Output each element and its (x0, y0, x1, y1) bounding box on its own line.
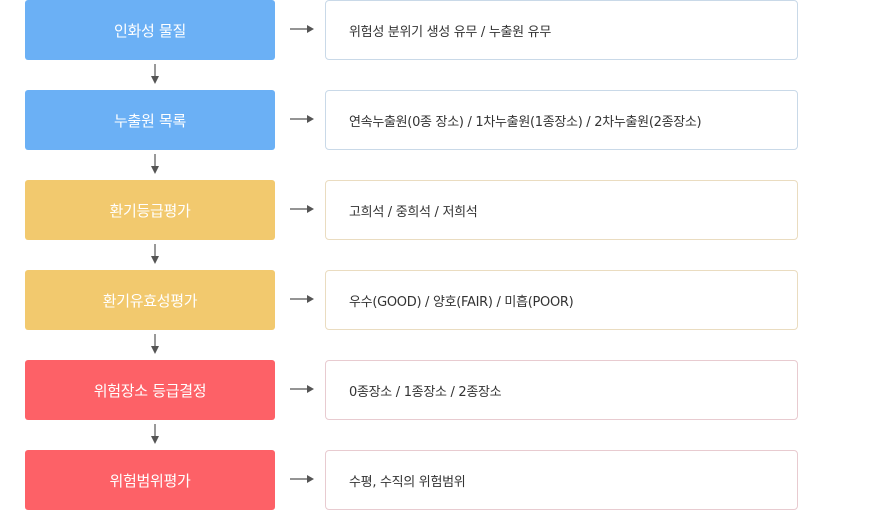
step-5-label: 위험장소 등급결정 (25, 360, 275, 420)
step-1-description: 위험성 분위기 생성 유무 / 누출원 유무 (325, 0, 798, 60)
arrow-down-icon (151, 154, 159, 174)
arrow-down-icon (151, 424, 159, 444)
step-1-label: 인화성 물질 (25, 0, 275, 60)
arrow-down-icon (151, 334, 159, 354)
step-6-description: 수평, 수직의 위험범위 (325, 450, 798, 510)
step-3-label: 환기등급평가 (25, 180, 275, 240)
step-3-description: 고희석 / 중희석 / 저희석 (325, 180, 798, 240)
step-4: 환기유효성평가 우수(GOOD) / 양호(FAIR) / 미흡(POOR) (25, 270, 798, 330)
step-2-label: 누출원 목록 (25, 90, 275, 150)
arrow-right-icon (290, 25, 314, 33)
step-6-label: 위험범위평가 (25, 450, 275, 510)
step-3: 환기등급평가 고희석 / 중희석 / 저희석 (25, 180, 798, 240)
step-2-description: 연속누출원(0종 장소) / 1차누출원(1종장소) / 2차누출원(2종장소) (325, 90, 798, 150)
arrow-right-icon (290, 385, 314, 393)
arrow-down-icon (151, 64, 159, 84)
arrow-right-icon (290, 475, 314, 483)
step-5-description: 0종장소 / 1종장소 / 2종장소 (325, 360, 798, 420)
arrow-right-icon (290, 115, 314, 123)
arrow-right-icon (290, 205, 314, 213)
step-6: 위험범위평가 수평, 수직의 위험범위 (25, 450, 798, 510)
step-1: 인화성 물질 위험성 분위기 생성 유무 / 누출원 유무 (25, 0, 798, 60)
step-4-label: 환기유효성평가 (25, 270, 275, 330)
step-4-description: 우수(GOOD) / 양호(FAIR) / 미흡(POOR) (325, 270, 798, 330)
step-5: 위험장소 등급결정 0종장소 / 1종장소 / 2종장소 (25, 360, 798, 420)
arrow-down-icon (151, 244, 159, 264)
step-2: 누출원 목록 연속누출원(0종 장소) / 1차누출원(1종장소) / 2차누출… (25, 90, 798, 150)
arrow-right-icon (290, 295, 314, 303)
